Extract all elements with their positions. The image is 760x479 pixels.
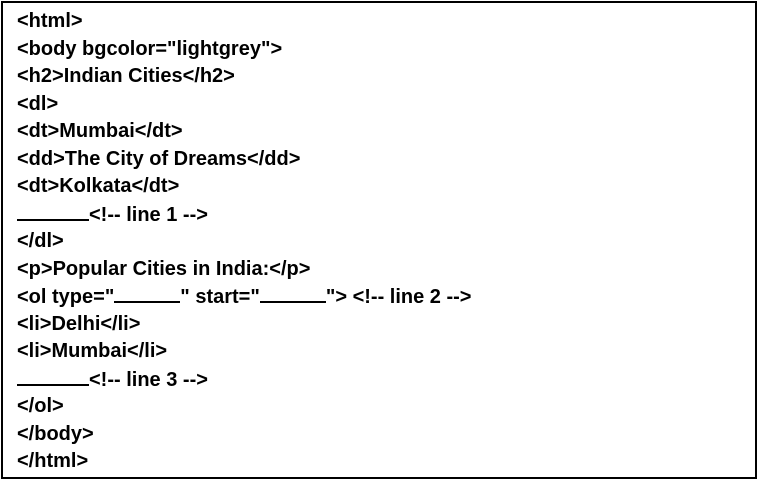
code-line-2: <body bgcolor="lightgrey">	[17, 36, 471, 64]
code-text: <dt>Mumbai</dt>	[17, 120, 183, 142]
code-text: <li>Delhi</li>	[17, 312, 141, 335]
code-text: <dt>Kolkata</dt>	[17, 175, 180, 197]
fill-in-blank	[259, 283, 326, 303]
code-text: <html>	[17, 10, 83, 32]
code-text: </ol>	[17, 395, 64, 417]
fill-in-blank	[17, 201, 89, 221]
code-text: <p>Popular Cities in India:</p>	[17, 257, 311, 280]
code-text: </dl>	[17, 230, 64, 252]
code-line-10: <p>Popular Cities in India:</p>	[17, 256, 471, 284]
code-text: <li>Mumbai</li>	[17, 340, 168, 362]
code-line-3: <h2>Indian Cities</h2>	[17, 63, 471, 91]
code-line-11: <ol type=" " start=" "> <!-- line 2 -->	[17, 283, 471, 311]
code-line-7: <dt>Kolkata</dt>	[17, 173, 471, 201]
html-code-listing: <html> <body bgcolor="lightgrey"> <h2>In…	[17, 8, 471, 476]
code-text: <dl>	[17, 92, 59, 115]
code-text: <ol type="	[17, 286, 115, 308]
code-text: <h2>Indian Cities</h2>	[17, 65, 235, 87]
code-line-6: <dd>The City of Dreams</dd>	[17, 146, 471, 174]
code-line-16: </body>	[17, 421, 471, 449]
code-text: <!-- line 1 -->	[89, 203, 208, 226]
code-line-5: <dt>Mumbai</dt>	[17, 118, 471, 146]
code-line-14: <!-- line 3 -->	[17, 366, 471, 394]
code-text: "> <!-- line 2 -->	[325, 286, 472, 308]
code-line-1: <html>	[17, 8, 471, 36]
code-text: </body>	[17, 422, 94, 445]
code-line-8: <!-- line 1 -->	[17, 201, 471, 229]
code-text: <dd>The City of Dreams</dd>	[17, 147, 301, 170]
code-line-17: </html>	[17, 448, 471, 476]
code-line-4: <dl>	[17, 91, 471, 119]
code-line-13: <li>Mumbai</li>	[17, 338, 471, 366]
fill-in-blank	[17, 366, 89, 386]
code-text: </html>	[17, 450, 89, 472]
fill-in-blank	[114, 283, 181, 303]
code-text: <body bgcolor="lightgrey">	[17, 37, 283, 60]
code-line-12: <li>Delhi</li>	[17, 311, 471, 339]
code-text: <!-- line 3 -->	[89, 368, 208, 391]
code-line-9: </dl>	[17, 228, 471, 256]
code-line-15: </ol>	[17, 393, 471, 421]
code-text: " start="	[180, 286, 260, 308]
